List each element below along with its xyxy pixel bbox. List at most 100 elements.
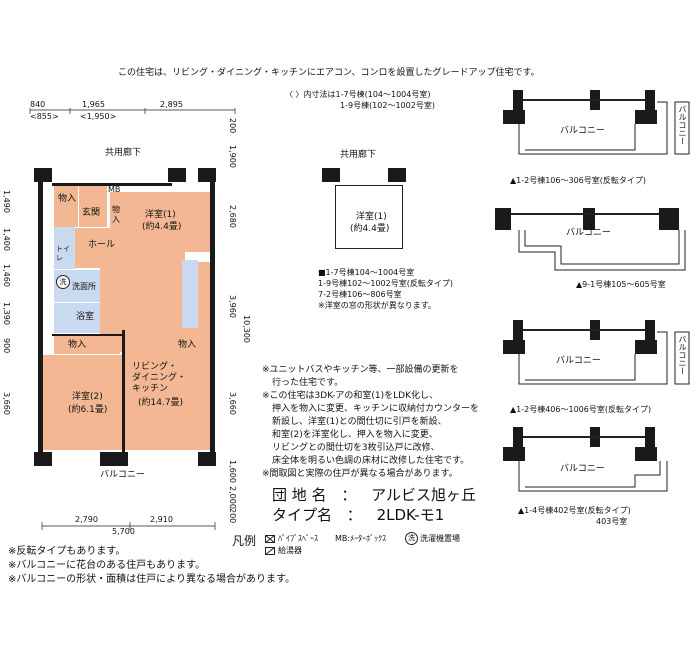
bath-label: 浴室 xyxy=(76,312,95,322)
western-1-size: (約4.4畳) xyxy=(142,222,182,232)
variant-2-caption: ▲9-1号棟105～605号室 xyxy=(576,280,666,289)
dim-right-8: 200 xyxy=(228,508,237,524)
inset-unit-1: ■1-7号棟104～1004号室 xyxy=(318,268,415,277)
variant-2-plan xyxy=(495,208,686,271)
dim-left-1: 1,490 xyxy=(2,190,11,213)
storage-1-area xyxy=(54,185,78,227)
dim-top-2b: <1,950> xyxy=(80,112,117,121)
variant-3-plan xyxy=(503,320,690,385)
washer-label: 洗濯機置場 xyxy=(420,533,460,543)
wall-col xyxy=(34,168,52,182)
note-line: ※この住宅は3DK-アの和室(1)をLDK化し、 xyxy=(262,391,438,401)
inset-room-label: 洋室(1) xyxy=(356,212,387,222)
notes: ※ユニットバスやキッチン等、一部設備の更新を 行った住宅です。 ※この住宅は3D… xyxy=(262,364,479,481)
dim-top-1: 840 xyxy=(30,100,46,109)
ldk-area xyxy=(122,350,212,450)
note-line: 押入を物入に変更、キッチンに収納付カウンターを xyxy=(272,404,480,414)
dim-left-6: 3,660 xyxy=(2,392,11,415)
western-2-label: 洋室(2) xyxy=(72,392,103,402)
balcony-label: バルコニー xyxy=(100,470,145,480)
toilet-label: トイレ xyxy=(56,245,70,262)
storage-1-label: 物入 xyxy=(58,194,77,204)
legend-pipe: ﾊﾟｲﾌﾟｽﾍﾟｰｽ xyxy=(265,534,318,544)
variant-4-plan xyxy=(503,427,668,492)
variant-3-caption: ▲1-2号棟406～1006号室(反転タイプ) xyxy=(510,405,652,414)
floor-plan: 840 1,965 2,895 <855> <1,950> 共用廊下 1,490… xyxy=(0,0,260,540)
toilet-area xyxy=(54,227,75,269)
western-2-size: (約6.1畳) xyxy=(68,405,108,415)
variant-3-balcony: バルコニー xyxy=(556,356,601,366)
dim-top-1b: <855> xyxy=(30,112,59,121)
bath-area xyxy=(54,303,102,333)
inset-room xyxy=(335,185,403,249)
note-line: 床全体を明るい色調の床材に改修した住宅です。 xyxy=(272,456,470,466)
dim-left-4: 1,390 xyxy=(2,302,11,325)
inset-corridor: 共用廊下 xyxy=(340,150,377,160)
name-value: アルビス旭ヶ丘 xyxy=(371,486,476,504)
dim-left-2: 1,400 xyxy=(2,228,11,251)
note-line: 和室(2)を洋室化し、押入を物入に変更、 xyxy=(272,430,438,440)
legend-title: 凡例 xyxy=(232,534,257,548)
variant-1-caption: ▲1-2号棟106～306号室(反転タイプ) xyxy=(510,176,646,185)
variant-1-plan xyxy=(503,90,690,155)
dim-top-2: 1,965 xyxy=(82,100,105,109)
hall-area xyxy=(75,228,185,268)
note-line: ※間取図と実際の住戸が異なる場合があります。 xyxy=(262,469,458,479)
inset-note: 〈 〉内寸法は1-7号棟(104～1004号室) xyxy=(285,90,431,99)
dim-line-bottom xyxy=(41,522,216,530)
storage-4-area xyxy=(176,336,202,354)
inset-unit-3: 7-2号棟106～806号室 xyxy=(318,290,402,299)
inset-unit-4: ※洋室の窓の形状が異なります。 xyxy=(318,301,436,310)
hall-label: ホール xyxy=(88,240,116,250)
storage-4-label: 物入 xyxy=(178,340,197,350)
info-name-row: 団 地 名 ： アルビス旭ヶ丘 xyxy=(272,486,476,504)
wall-col xyxy=(168,168,186,182)
type-value: 2LDK-モ1 xyxy=(376,506,445,524)
wall-divider xyxy=(52,334,122,336)
dim-right-total: 10,300 xyxy=(242,315,251,343)
ldk-size: (約14.7畳) xyxy=(138,398,184,408)
dim-right-6: 1,600 xyxy=(228,460,237,483)
note-line: 新設し、洋室(1)との間仕切に引戸を新設、 xyxy=(272,417,447,427)
wall-right xyxy=(210,180,215,460)
dim-right-4: 3,960 xyxy=(228,295,237,318)
inset-room-size: (約4.4畳) xyxy=(350,224,390,234)
washer-icon: 洗 xyxy=(405,532,418,545)
storage-2-label: 物入 xyxy=(112,205,120,224)
corridor-label: 共用廊下 xyxy=(105,148,142,158)
dim-right-2: 1,900 xyxy=(228,145,237,168)
footnote-2: ※バルコニーに花台のある住戸もあります。 xyxy=(8,560,206,571)
note-line: リビングとの間仕切を3枚引込戸に改修、 xyxy=(272,443,440,453)
dim-right-1: 200 xyxy=(228,118,237,134)
inset-unit-2: 1-9号棟102～1002号室(反転タイプ) xyxy=(318,279,453,288)
wall-col xyxy=(100,452,128,466)
western-1-label: 洋室(1) xyxy=(145,210,176,220)
header-note: この住宅は、リビング・ダイニング・キッチンにエアコン、コンロを設置したグレードア… xyxy=(118,68,540,78)
pipe-label: ﾊﾟｲﾌﾟｽﾍﾟｰｽ xyxy=(278,534,318,543)
name-label: 団 地 名 xyxy=(272,486,327,504)
inset-wall xyxy=(388,168,406,182)
variant-3-side: バルコニー xyxy=(678,335,687,375)
colon: ： xyxy=(346,506,362,524)
dim-bottom-1: 2,790 xyxy=(75,515,98,524)
entrance-label: 玄関 xyxy=(82,208,101,218)
legend-mb: MB:ﾒｰﾀｰﾎﾞｯｸｽ xyxy=(335,534,387,543)
dim-bottom-2: 2,910 xyxy=(150,515,173,524)
storage-3-label: 物入 xyxy=(68,340,87,350)
variant-4-caption2: 403号室 xyxy=(596,517,628,526)
wall-col xyxy=(34,452,52,466)
variant-2-balcony: バルコニー xyxy=(566,228,611,238)
washroom-label: 洗面所 xyxy=(72,282,96,291)
ldk-label: リビング・ ダイニング・ キッチン xyxy=(132,362,187,394)
dim-left-3: 1,460 xyxy=(2,264,11,287)
heater-label: 給湯器 xyxy=(278,546,302,555)
dim-left-5: 900 xyxy=(2,338,11,354)
footnote-1: ※反転タイプもあります。 xyxy=(8,546,126,557)
water-heater-icon xyxy=(265,547,275,555)
wall-top xyxy=(52,183,172,186)
storage-3-area xyxy=(54,336,120,354)
mb-label: MB xyxy=(108,185,121,194)
colon: ： xyxy=(341,486,357,504)
dim-top-3: 2,895 xyxy=(160,100,183,109)
legend-washer: 洗 洗濯機置場 xyxy=(405,532,460,545)
